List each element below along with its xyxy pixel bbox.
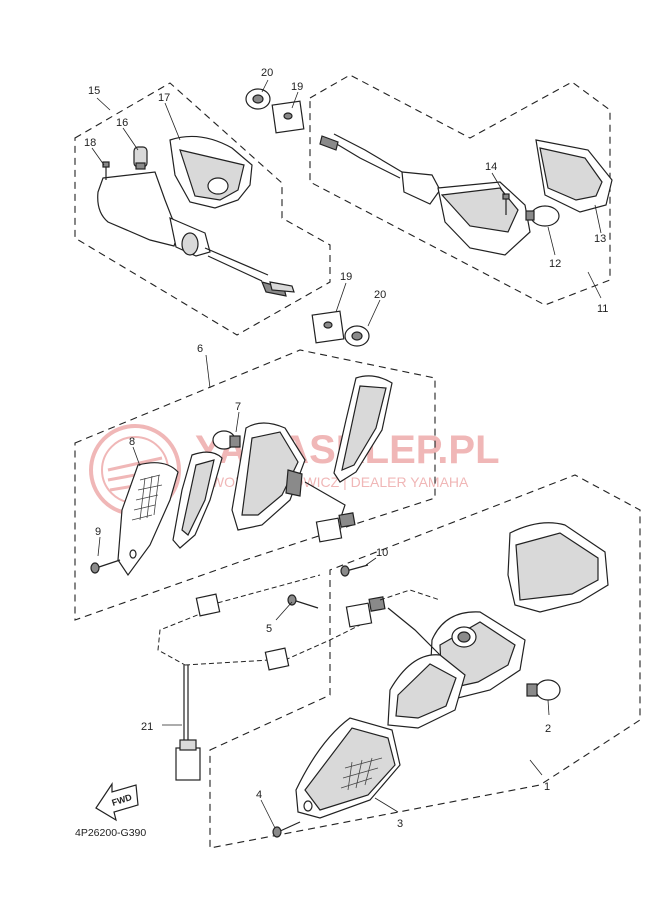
group-15-outline	[74, 82, 331, 336]
connector-1	[345, 596, 441, 656]
callout-19-upper: 19	[291, 81, 303, 93]
screw-10	[340, 564, 369, 577]
callout-2: 2	[545, 723, 551, 735]
callout-11: 11	[597, 303, 608, 315]
callout-7: 7	[235, 401, 241, 413]
callout-numbers: 15 17 16 18 20 19 14 13 12 11 19 20 6 7 …	[84, 67, 608, 830]
callout-14: 14	[485, 161, 497, 173]
callout-13: 13	[594, 233, 606, 245]
screw-5	[287, 594, 319, 609]
group-11-outline	[309, 74, 611, 306]
lens-13	[535, 139, 613, 213]
callout-20-lower: 20	[374, 289, 386, 301]
bulb-7	[212, 430, 241, 450]
group-1-outline	[209, 474, 641, 849]
lens-8	[117, 462, 179, 577]
gasket-outer-1	[507, 522, 609, 613]
callout-20-upper: 20	[261, 67, 273, 79]
screw-14	[502, 193, 510, 215]
lens-17	[169, 135, 253, 209]
nut-20-upper	[245, 88, 271, 110]
gasket-outer-6	[333, 375, 393, 483]
callout-9: 9	[95, 526, 101, 538]
callout-8: 8	[129, 436, 135, 448]
plate-19-upper	[271, 100, 305, 134]
callout-10: 10	[376, 547, 388, 559]
gasket-inner-6	[172, 451, 223, 549]
connector-6	[304, 481, 356, 543]
plate-19-lower	[311, 310, 345, 344]
wire-harness-21	[157, 574, 441, 781]
bulb-2	[526, 679, 561, 701]
diagram-code: 4P26200-G390	[75, 827, 146, 839]
screw-18	[102, 161, 110, 180]
callout-16: 16	[116, 117, 128, 129]
bulb-12	[525, 205, 560, 227]
callout-18: 18	[84, 137, 96, 149]
callout-5: 5	[266, 623, 272, 635]
bulb-16	[133, 146, 148, 170]
callout-6: 6	[197, 343, 203, 355]
screw-4	[272, 821, 301, 838]
group-6-outline	[74, 349, 436, 621]
gasket-inner-1	[387, 654, 466, 729]
callout-19-lower: 19	[340, 271, 352, 283]
lens-3	[295, 717, 401, 819]
callout-4: 4	[256, 789, 262, 801]
fwd-arrow-icon: FWD	[95, 782, 139, 822]
flasher-assembly-15	[97, 171, 295, 297]
flasher-assembly-11	[319, 133, 531, 256]
nut-20-lower	[344, 325, 370, 347]
callout-3: 3	[397, 818, 403, 830]
callout-1: 1	[544, 781, 550, 793]
screw-9	[90, 559, 121, 574]
leader-lines	[91, 79, 602, 829]
callout-21: 21	[141, 721, 153, 733]
callout-15: 15	[88, 85, 100, 97]
housing-6	[231, 422, 306, 531]
callout-12: 12	[549, 258, 561, 270]
callout-17: 17	[158, 92, 170, 104]
